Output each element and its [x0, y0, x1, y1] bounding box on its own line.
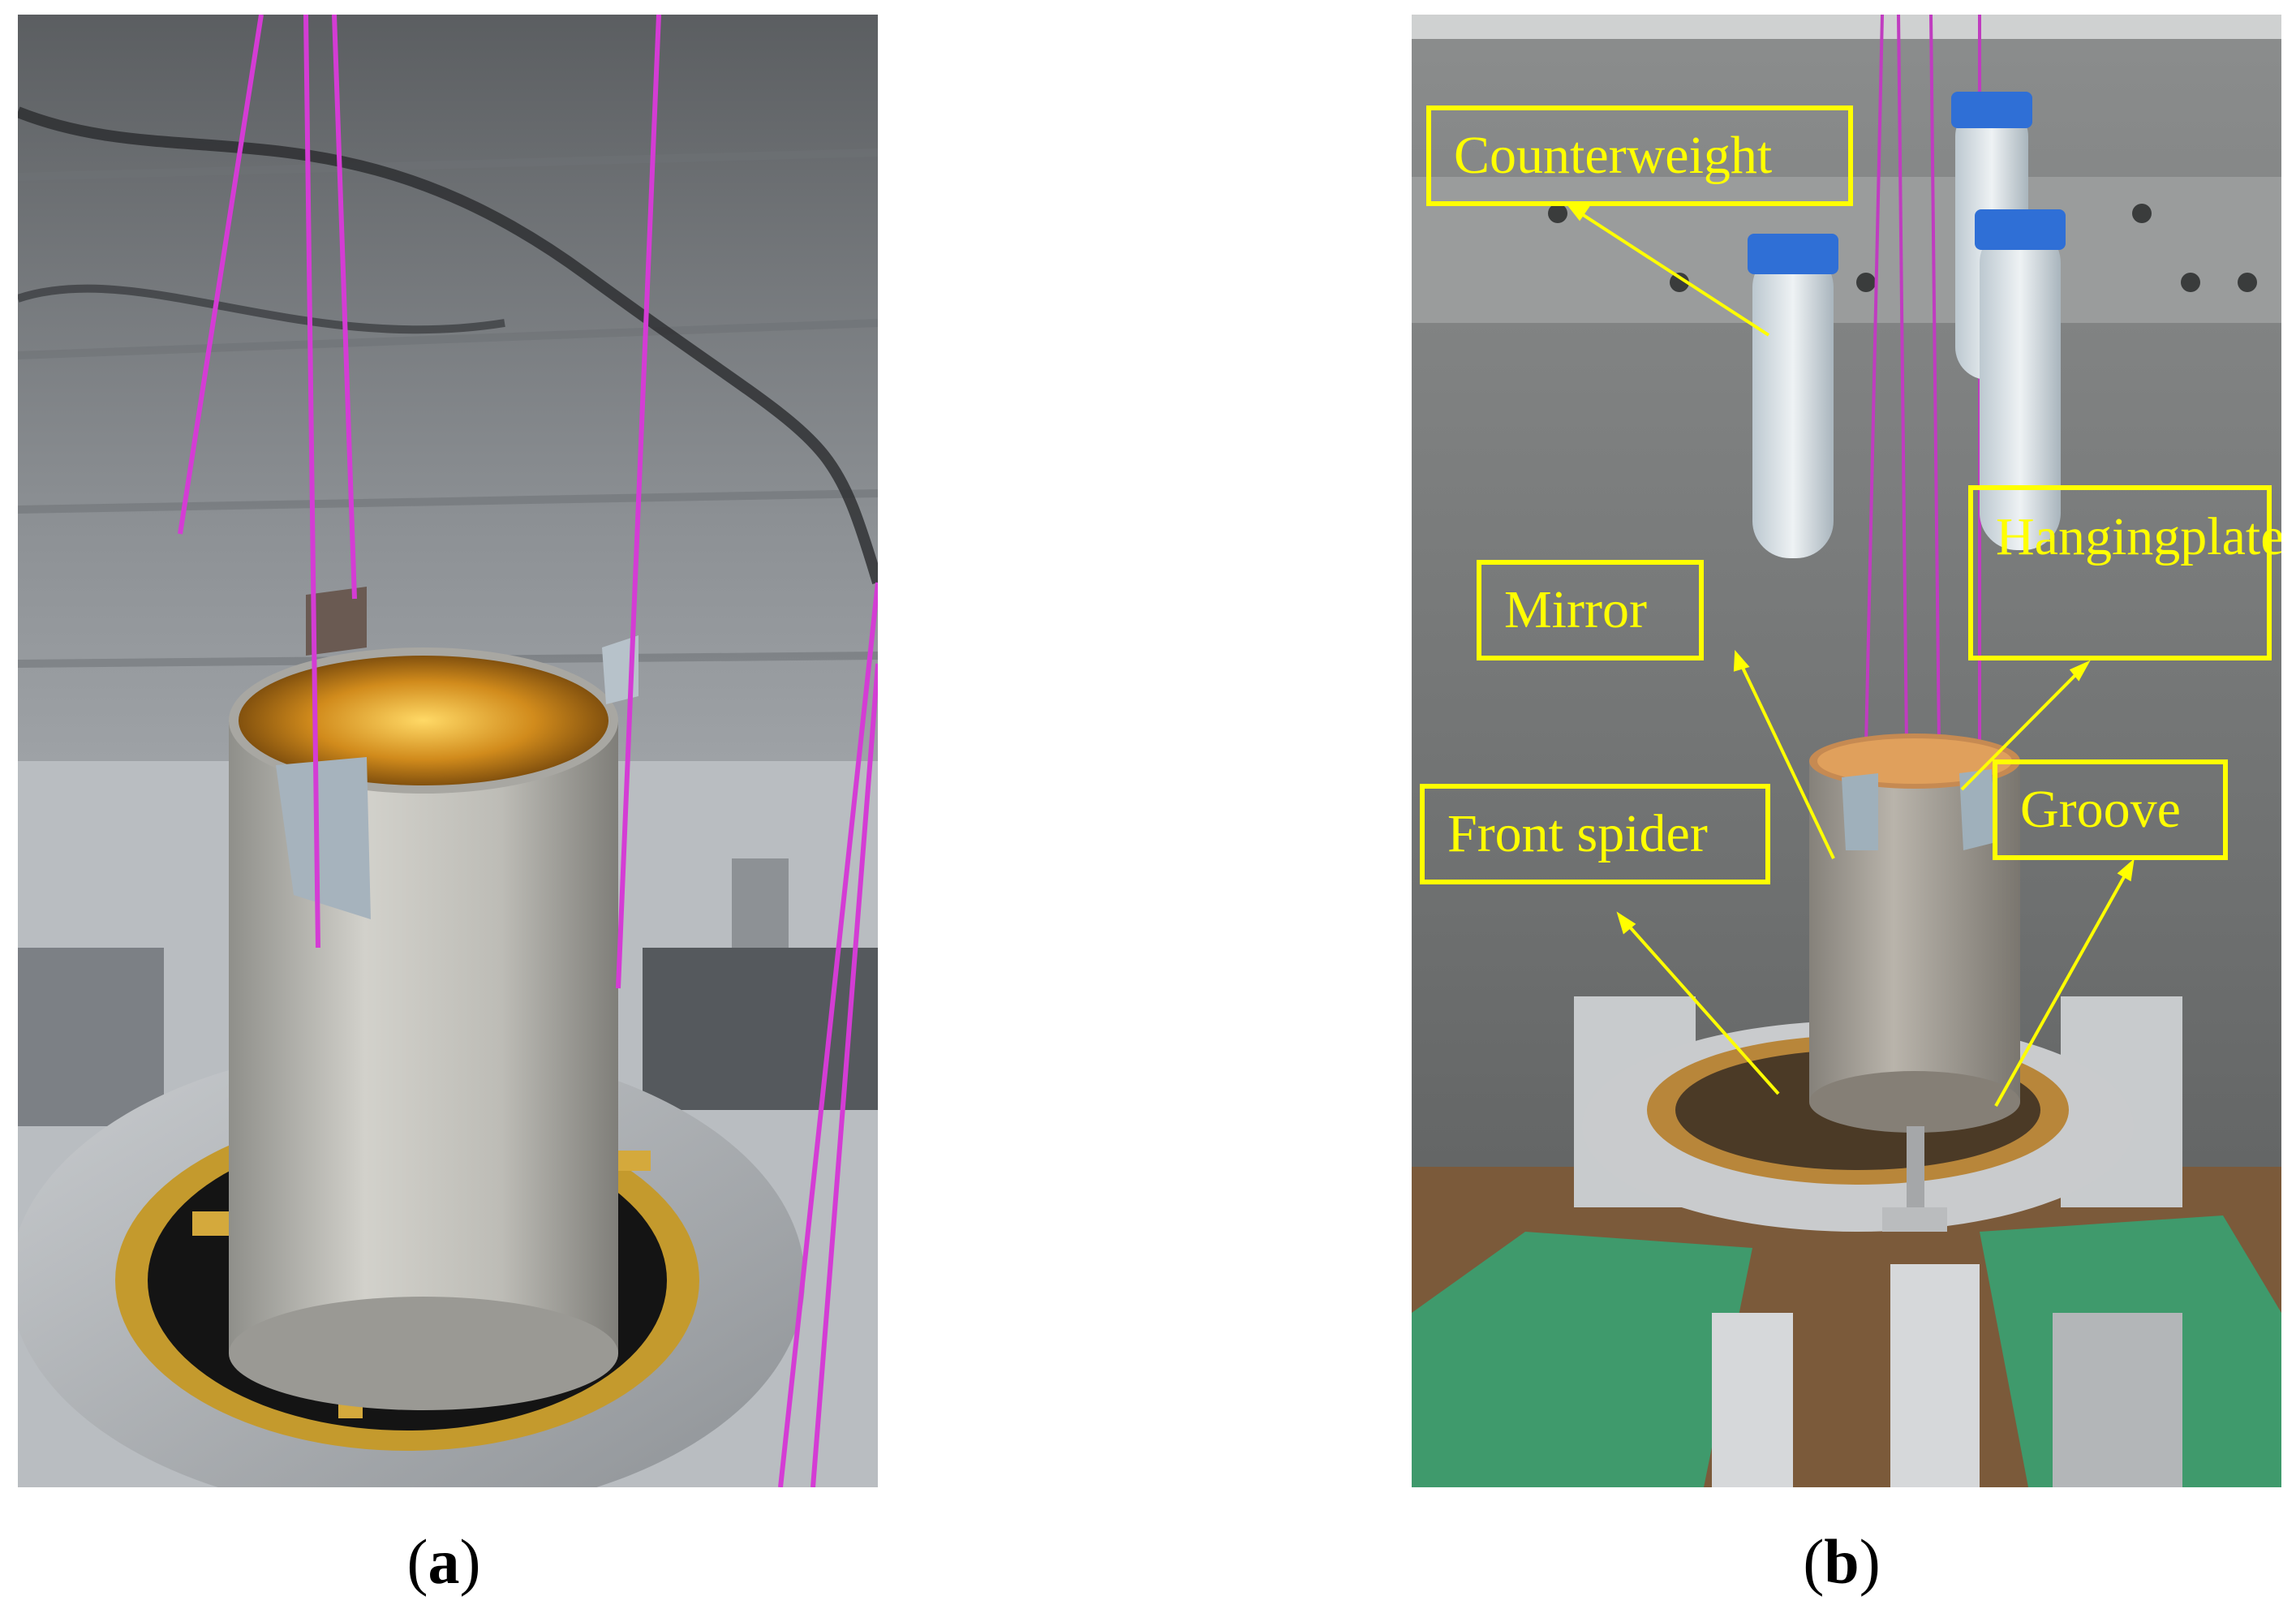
caption-b: (b) [1761, 1525, 1923, 1598]
caption-a-close: ) [459, 1526, 481, 1597]
caption-b-letter: b [1824, 1526, 1860, 1597]
label-front-spider: Front spider [1420, 784, 1770, 884]
caption-a-letter: a [428, 1526, 460, 1597]
label-hanging-plate-line2: plate [2180, 507, 2281, 566]
caption-b-open: ( [1803, 1526, 1825, 1597]
label-counterweight: Counterweight [1426, 105, 1853, 206]
label-hanging-plate: Hanging plate [1968, 485, 2281, 660]
photo-panel-b: Counterweight Mirror Hanging plate Front… [1412, 15, 2281, 1487]
label-mirror: Mirror [1477, 560, 1704, 660]
photo-panel-a [18, 15, 878, 1487]
photo-a [18, 15, 878, 1487]
label-groove: Groove [1993, 759, 2228, 860]
label-hanging-plate-line1: Hanging [1996, 507, 2181, 566]
photo-b [1412, 15, 2281, 1487]
caption-a-open: ( [406, 1526, 428, 1597]
caption-a: (a) [363, 1525, 525, 1598]
caption-b-close: ) [1859, 1526, 1881, 1597]
